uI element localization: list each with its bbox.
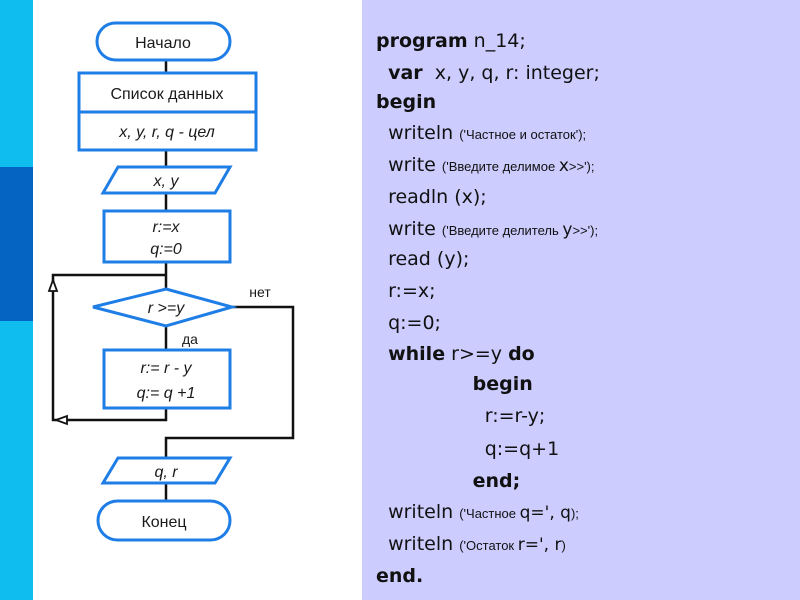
code-line: r:=r-y; — [376, 405, 546, 427]
code-text: read (y); — [376, 248, 470, 270]
code-line: writeln ('Частное и остаток'); — [376, 122, 586, 146]
code-keyword: end. — [376, 565, 424, 587]
code-text: q:=q+1 — [376, 438, 560, 460]
code-line: begin — [376, 373, 533, 395]
code-text: x, y, q, r: integer; — [422, 62, 600, 84]
no-branch-label: нет — [249, 284, 271, 300]
code-line: while r>=y do — [376, 343, 535, 365]
start-terminator — [95, 21, 232, 62]
code-text: n_14; — [467, 30, 526, 52]
code-string: ('Частное и остаток'); — [459, 127, 587, 142]
loop-back-connector — [51, 273, 168, 422]
code-text: r:=x; — [376, 280, 436, 302]
flowchart-canvas: Начало Список данных x, y, r, q - цел x,… — [47, 21, 295, 542]
input-label: x, y — [153, 173, 180, 190]
init-line-2: q:=0 — [150, 241, 182, 258]
code-line: end; — [376, 470, 521, 492]
init-line-1: r:=x — [152, 219, 180, 236]
end-terminator — [96, 499, 232, 542]
code-string: ); — [570, 506, 579, 521]
code-line: writeln ('Частное q=', q); — [376, 501, 579, 525]
code-keyword: begin — [472, 373, 533, 395]
code-string: ) — [561, 538, 566, 553]
code-text: y — [562, 220, 573, 240]
code-line: readln (x); — [376, 186, 487, 208]
code-line: write ('Введите делитель y>>'); — [376, 218, 598, 242]
condition-diamond — [92, 287, 238, 328]
code-text — [376, 373, 473, 395]
code-line: end. — [376, 565, 423, 587]
code-string: >>'); — [568, 159, 595, 174]
code-panel: program n_14; var x, y, q, r: integer; be… — [362, 0, 800, 600]
arrow-left-icon — [53, 414, 68, 426]
code-text: r=', r — [517, 535, 562, 555]
loop-body-box — [102, 348, 232, 410]
code-line: q:=0; — [376, 312, 441, 334]
code-keyword: while — [388, 343, 446, 365]
code-keyword: var — [388, 62, 423, 84]
code-text: x — [558, 156, 569, 176]
data-list-title: Список данных — [110, 86, 223, 103]
body-line-2: q:= q +1 — [137, 385, 196, 402]
code-line: r:=x; — [376, 280, 436, 302]
code-text: q:=0; — [376, 312, 441, 334]
init-process-box — [102, 209, 232, 264]
code-line: writeln ('Остаток r=', r) — [376, 533, 566, 557]
code-string: ('Остаток — [459, 538, 518, 553]
code-text: readln (x); — [376, 186, 487, 208]
code-text: write — [376, 218, 442, 240]
code-string: ('Введите делимое — [441, 159, 559, 174]
code-keyword: do — [508, 343, 535, 365]
connectors — [51, 60, 295, 500]
code-text: q=', q — [519, 503, 571, 523]
code-keyword: begin — [376, 91, 437, 113]
code-text: writeln — [376, 122, 460, 144]
code-text: write — [376, 154, 442, 176]
code-string: ('Частное — [459, 506, 520, 521]
code-text: writeln — [376, 501, 460, 523]
end-label: Конец — [141, 514, 186, 531]
code-text: r>=y — [445, 343, 509, 365]
code-keyword: end; — [472, 470, 521, 492]
code-text — [376, 62, 388, 84]
code-text — [376, 470, 473, 492]
code-line: program n_14; — [376, 30, 526, 52]
output-parallelogram — [100, 456, 233, 485]
body-line-1: r:= r - y — [140, 360, 192, 377]
yes-branch-label: да — [182, 331, 198, 347]
left-accent-band — [0, 167, 33, 321]
flowchart: Начало Список данных x, y, r, q - цел x,… — [0, 0, 362, 600]
code-line: var x, y, q, r: integer; — [376, 62, 600, 84]
code-text: writeln — [376, 533, 460, 555]
code-text: r:=r-y; — [376, 405, 546, 427]
code-string: ('Введите делитель — [441, 223, 563, 238]
code-line: write ('Введите делимое x>>'); — [376, 154, 595, 178]
arrow-up-icon — [47, 277, 59, 292]
code-text — [376, 343, 388, 365]
start-label: Начало — [135, 35, 191, 52]
code-line: begin — [376, 91, 436, 113]
output-label: q, r — [154, 464, 178, 481]
connector-no-branch — [164, 305, 295, 458]
data-list-vars: x, y, r, q - цел — [118, 124, 215, 141]
code-keyword: program — [376, 30, 468, 52]
input-parallelogram — [100, 165, 233, 195]
code-line: q:=q+1 — [376, 438, 559, 460]
code-string: >>'); — [572, 223, 599, 238]
code-line: read (y); — [376, 248, 469, 270]
condition-label: r >=y — [148, 300, 185, 317]
